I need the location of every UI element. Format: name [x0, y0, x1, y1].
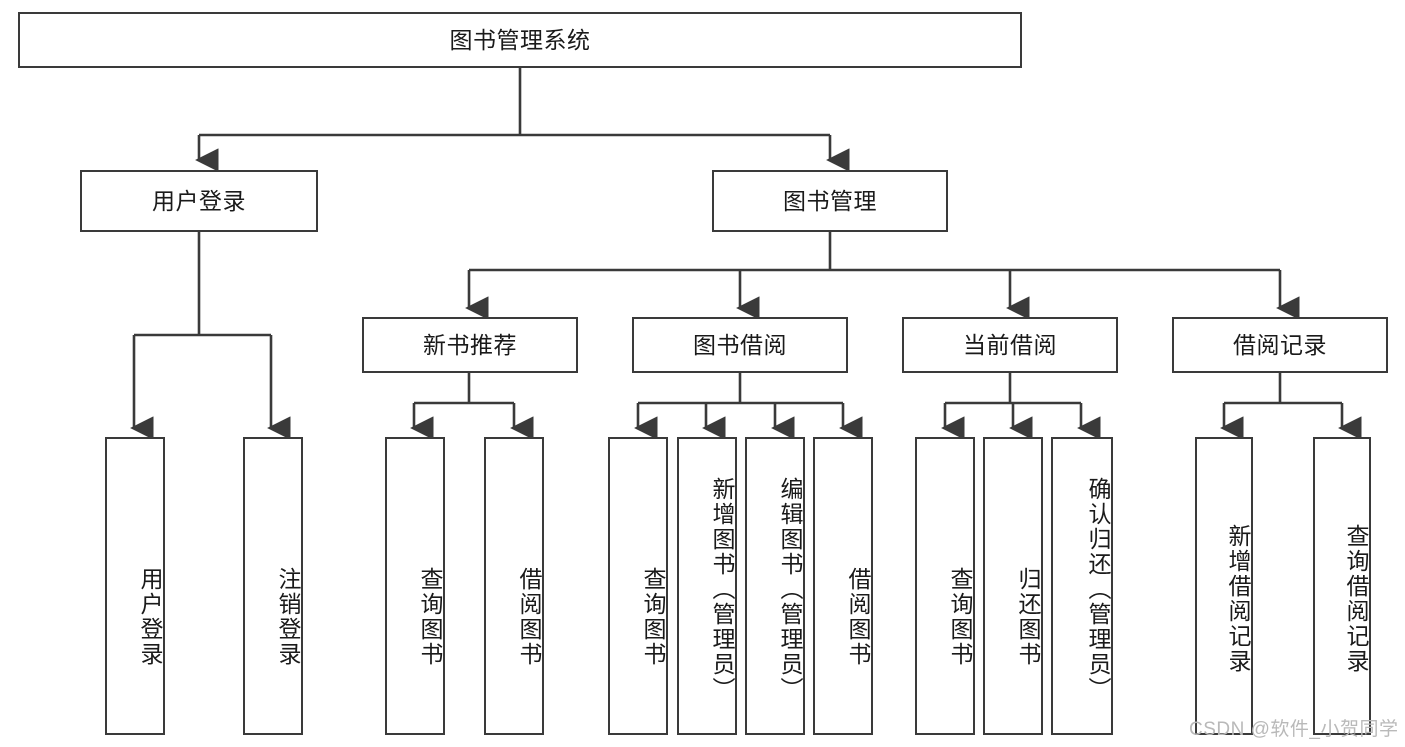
node-user-login-label: 用户登录 — [152, 187, 246, 214]
node-leaf-borrow-book-2[interactable]: 借阅图书 — [813, 437, 873, 735]
node-leaf-query-book-3-label: 查询图书 — [947, 567, 973, 667]
node-book-borrow-label: 图书借阅 — [693, 331, 787, 358]
node-leaf-confirm-return-label: 确认归还（管理员） — [1085, 476, 1111, 702]
node-leaf-edit-book-label: 编辑图书（管理员） — [777, 476, 803, 702]
node-root[interactable]: 图书管理系统 — [18, 12, 1022, 68]
node-leaf-borrow-book-2-label: 借阅图书 — [845, 567, 871, 667]
node-leaf-query-record[interactable]: 查询借阅记录 — [1313, 437, 1371, 735]
node-borrow-record-label: 借阅记录 — [1233, 331, 1327, 358]
node-root-label: 图书管理系统 — [449, 26, 591, 53]
node-user-login[interactable]: 用户登录 — [80, 170, 318, 232]
node-leaf-user-login[interactable]: 用户登录 — [105, 437, 165, 735]
node-leaf-borrow-book-1[interactable]: 借阅图书 — [484, 437, 544, 735]
node-leaf-query-book-3[interactable]: 查询图书 — [915, 437, 975, 735]
node-leaf-user-login-label: 用户登录 — [137, 567, 163, 667]
node-new-book-recommend-label: 新书推荐 — [423, 331, 517, 358]
node-current-borrow[interactable]: 当前借阅 — [902, 317, 1118, 373]
csdn-watermark: CSDN @软件_小贺同学 — [1189, 719, 1399, 740]
node-leaf-add-book[interactable]: 新增图书（管理员） — [677, 437, 737, 735]
node-new-book-recommend[interactable]: 新书推荐 — [362, 317, 578, 373]
node-leaf-query-book-2-label: 查询图书 — [640, 567, 666, 667]
node-leaf-add-record[interactable]: 新增借阅记录 — [1195, 437, 1253, 735]
node-book-management[interactable]: 图书管理 — [712, 170, 948, 232]
node-leaf-borrow-book-1-label: 借阅图书 — [516, 567, 542, 667]
node-leaf-return-book-label: 归还图书 — [1015, 567, 1041, 667]
node-leaf-logout-label: 注销登录 — [275, 567, 301, 667]
node-leaf-query-record-label: 查询借阅记录 — [1343, 524, 1369, 674]
node-leaf-confirm-return[interactable]: 确认归还（管理员） — [1051, 437, 1113, 735]
node-book-borrow[interactable]: 图书借阅 — [632, 317, 848, 373]
node-leaf-return-book[interactable]: 归还图书 — [983, 437, 1043, 735]
node-book-management-label: 图书管理 — [783, 187, 877, 214]
node-leaf-add-record-label: 新增借阅记录 — [1225, 524, 1251, 674]
node-leaf-query-book-2[interactable]: 查询图书 — [608, 437, 668, 735]
node-current-borrow-label: 当前借阅 — [963, 331, 1057, 358]
node-leaf-edit-book[interactable]: 编辑图书（管理员） — [745, 437, 805, 735]
node-borrow-record[interactable]: 借阅记录 — [1172, 317, 1388, 373]
node-leaf-logout[interactable]: 注销登录 — [243, 437, 303, 735]
node-leaf-query-book-1-label: 查询图书 — [417, 567, 443, 667]
node-leaf-add-book-label: 新增图书（管理员） — [709, 476, 735, 702]
node-leaf-query-book-1[interactable]: 查询图书 — [385, 437, 445, 735]
